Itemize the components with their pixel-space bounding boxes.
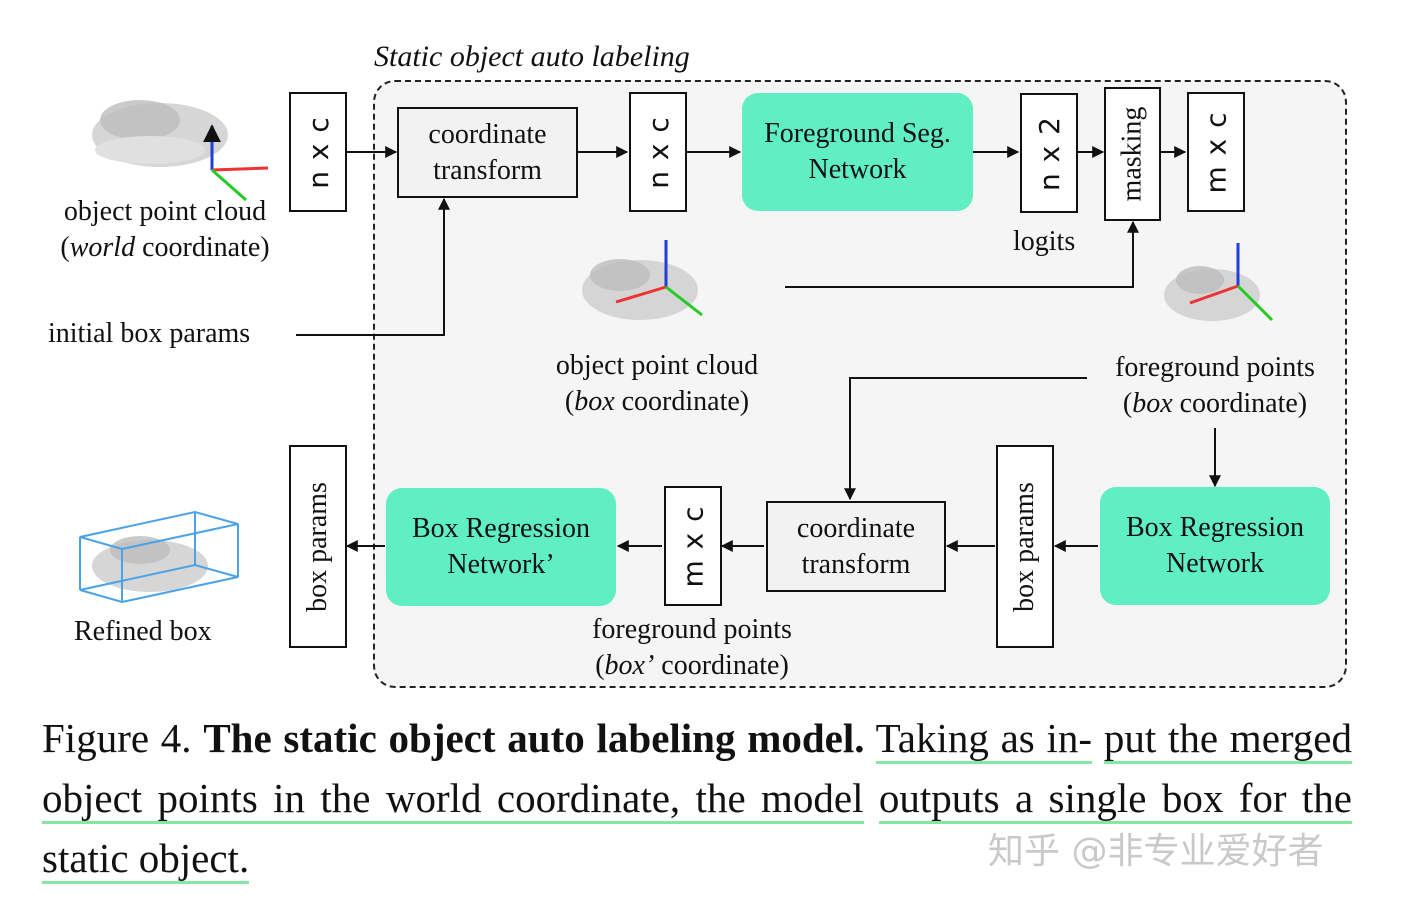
label-foreground-points-box: foreground points (box coordinate) xyxy=(1115,352,1315,419)
arrow-init-params xyxy=(296,197,450,336)
box-regression-network-block: Box Regression Network xyxy=(1100,487,1330,605)
coordinate-transform-2-block: coordinate transform xyxy=(766,501,946,592)
watermark: 知乎 @非专业爱好者 xyxy=(988,831,1324,872)
caption-prefix: Figure 4. xyxy=(42,715,204,761)
region-title: Static object auto labeling xyxy=(374,40,690,73)
nx2-logits-block: n x 2 xyxy=(1020,93,1078,213)
point-cloud-box-icon xyxy=(582,240,703,320)
label-refined-box: Refined box xyxy=(74,616,212,647)
caption-underlined-3: outputs a single box for the static obje… xyxy=(42,775,1352,884)
refined-box-icon xyxy=(79,510,239,604)
box-params-output-block: box params xyxy=(289,445,347,648)
nxc-input-block: n x c xyxy=(289,92,347,212)
label-logits: logits xyxy=(1013,226,1076,257)
figure-caption: Figure 4. The static object auto labelin… xyxy=(42,708,1353,888)
mxc-box-prime-block: m x c xyxy=(664,486,722,606)
label-point-cloud-world: object point cloud (world coordinate) xyxy=(60,196,270,263)
label-initial-box-params: initial box params xyxy=(48,318,251,349)
mxc-masked-block: m x c xyxy=(1187,92,1245,212)
coordinate-transform-1-block: coordinate transform xyxy=(397,107,578,198)
masking-block: masking xyxy=(1104,87,1161,221)
point-cloud-world-icon xyxy=(92,100,269,202)
connector-arrows xyxy=(79,100,1274,604)
box-params-mid-block: box params xyxy=(996,445,1054,648)
foreground-seg-network-block: Foreground Seg. Network xyxy=(742,93,973,211)
label-foreground-points-box-prime: foreground points (box’ coordinate) xyxy=(592,614,792,681)
caption-bold: The static object auto labeling model. xyxy=(203,715,865,761)
arrow-fgpoints-to-transform2 xyxy=(844,377,1087,501)
label-point-cloud-box: object point cloud (box coordinate) xyxy=(555,350,759,417)
diagram: Static object auto labeling xyxy=(48,40,1347,688)
caption-underlined-2: put the merged object points in the worl… xyxy=(42,715,1353,824)
box-regression-network-prime-block: Box Regression Network’ xyxy=(386,488,616,606)
caption-underlined-1: Taking as in- xyxy=(875,715,1093,764)
arrow-boxcloud-to-masking xyxy=(785,220,1139,288)
nxc-transformed-block: n x c xyxy=(629,92,687,212)
foreground-points-box-icon xyxy=(1164,243,1274,322)
